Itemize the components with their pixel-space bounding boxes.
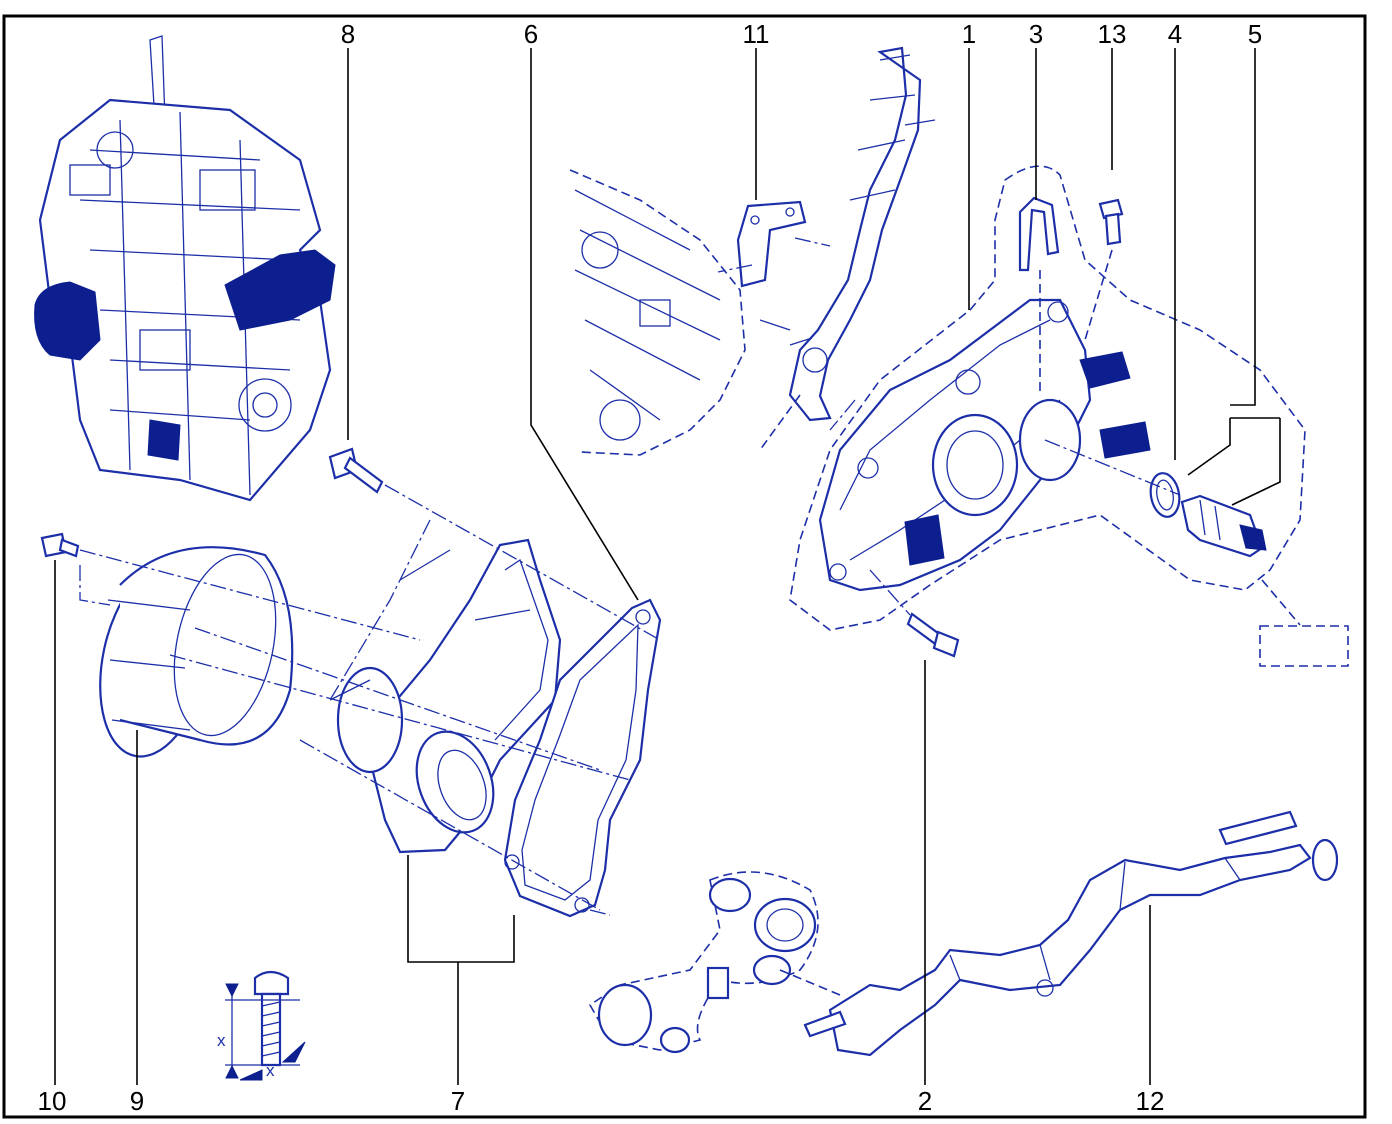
- o-ring-4: [1149, 472, 1181, 518]
- callout-2: 2: [918, 1086, 932, 1116]
- coolant-hose-upper: [759, 46, 936, 422]
- bracket-11: [717, 200, 831, 288]
- callout-6: 6: [524, 19, 538, 49]
- sensor-reference-box: [1259, 625, 1349, 667]
- gasket-6: [503, 598, 662, 918]
- clip-3: [1018, 196, 1060, 272]
- coolant-hose-12: [828, 810, 1339, 1057]
- leader-lines: [54, 48, 1281, 1085]
- bolt-dimension-detail: [225, 970, 306, 1081]
- callout-5: 5: [1248, 19, 1262, 49]
- diagram-frame: [2, 14, 1367, 1119]
- dimension-x-horizontal: x: [266, 1061, 275, 1080]
- dimension-x-vertical: x: [217, 1031, 226, 1050]
- callout-8: 8: [341, 19, 355, 49]
- pulley-9: [99, 546, 294, 758]
- bolt-8: [328, 447, 384, 494]
- sensor-5: [1180, 494, 1267, 558]
- bolt-10: [40, 532, 80, 558]
- alignment-lines: [79, 249, 1181, 996]
- sensor-reference-leader: [1261, 579, 1301, 626]
- thermostat-housing-1: [818, 298, 1151, 592]
- callout-10: 10: [38, 1086, 67, 1116]
- bolt-2: [906, 612, 960, 658]
- callout-7: 7: [451, 1086, 465, 1116]
- water-pump-7: [329, 538, 562, 854]
- engine-block-partial: [569, 169, 746, 456]
- callout-13: 13: [1098, 19, 1127, 49]
- callout-3: 3: [1029, 19, 1043, 49]
- callout-1: 1: [962, 19, 976, 49]
- bolt-13: [1098, 198, 1124, 246]
- hose-cluster-lower: [588, 871, 847, 1054]
- callout-9: 9: [130, 1086, 144, 1116]
- callout-12: 12: [1136, 1086, 1165, 1116]
- callout-4: 4: [1168, 19, 1182, 49]
- callout-11: 11: [743, 19, 770, 49]
- engine-assembly-illustration: [34, 35, 336, 502]
